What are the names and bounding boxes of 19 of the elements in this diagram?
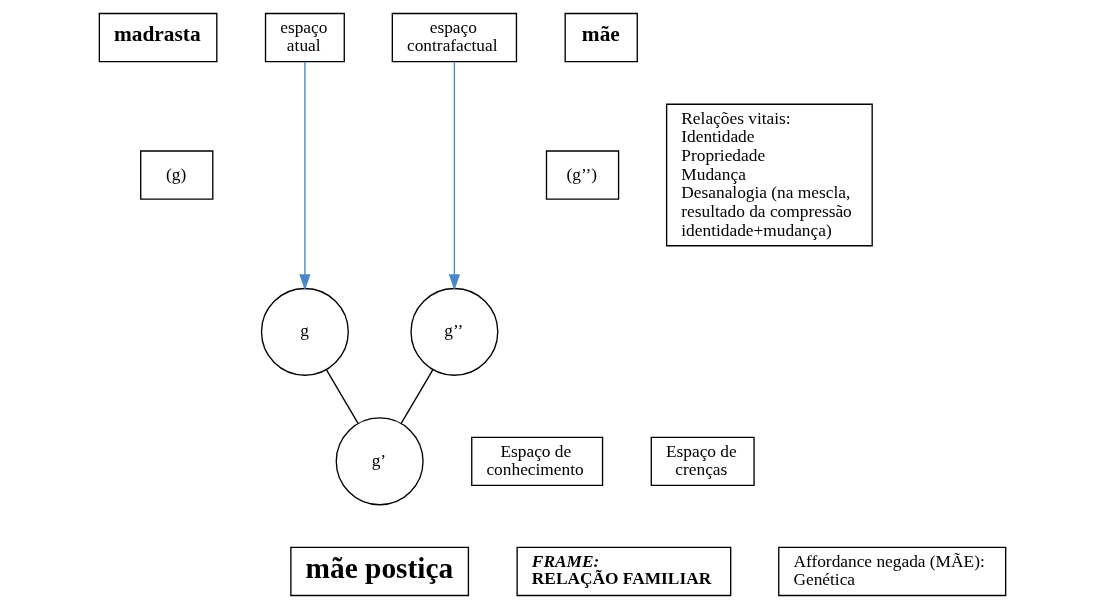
node-box: mãe postiça [290, 546, 470, 597]
arrow [448, 61, 460, 291]
node-box: FRAME: RELAÇÃO FAMILIAR [516, 546, 732, 597]
arrow [299, 61, 311, 291]
node-box: (g) [140, 150, 214, 200]
connector [400, 369, 434, 425]
node-box: madrasta [98, 12, 218, 63]
node-box: mãe [564, 12, 638, 63]
node-box: Espaço de conhecimento [471, 436, 604, 487]
node-circle: g’ [335, 417, 424, 506]
connector [325, 369, 359, 425]
node-box: espaço contrafactual [391, 12, 518, 63]
node-box: Espaço de crenças [650, 436, 755, 487]
node-box: Affordance negada (MÃE): Genética [778, 546, 1007, 597]
node-box: (g’’) [545, 150, 620, 200]
node-circle: g’’ [410, 287, 499, 376]
node-box: espaço atual [264, 12, 345, 63]
node-box: Relações vitais: Identidade Propriedade Mudança Desanalogia (na mescla, resultado da compressão identidade+mudança) [665, 103, 873, 247]
node-circle: g [260, 287, 349, 376]
